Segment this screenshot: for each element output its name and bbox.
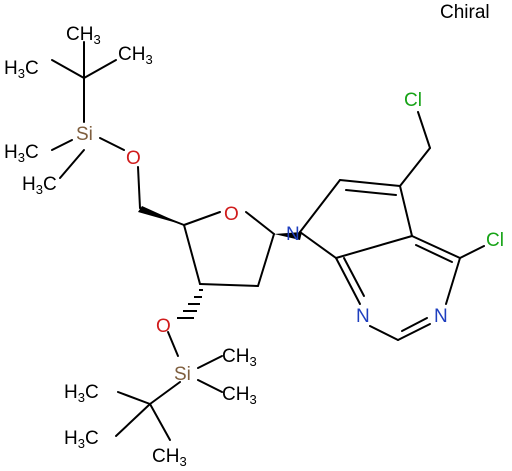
chiral-label: Chiral bbox=[440, 2, 490, 23]
nitrogen-atom-n7: N bbox=[286, 224, 300, 245]
svg-text:H3C: H3C bbox=[4, 58, 39, 81]
svg-text:CH3: CH3 bbox=[66, 24, 101, 47]
methyl-bottom-tbu-2: H3C bbox=[64, 428, 99, 451]
methyl-top-si-2: H3C bbox=[22, 174, 57, 197]
methyl-top-tbu-1: CH3 bbox=[66, 24, 101, 47]
svg-text:CH3: CH3 bbox=[152, 446, 187, 469]
nitrogen-atom-n1: N bbox=[434, 306, 448, 327]
ring-oxygen-atom: O bbox=[224, 204, 239, 225]
methyl-bottom-tbu-1: H3C bbox=[64, 382, 99, 405]
wedge-bond-c4 bbox=[138, 206, 184, 225]
chlorine-atom-ch2: Cl bbox=[404, 90, 422, 111]
oxygen-atom-top: O bbox=[126, 148, 141, 169]
methyl-top-tbu-3: CH3 bbox=[118, 44, 153, 67]
svg-text:H3C: H3C bbox=[64, 382, 99, 405]
svg-text:H3C: H3C bbox=[22, 174, 57, 197]
svg-text:H3C: H3C bbox=[64, 428, 99, 451]
bond-lines bbox=[51, 41, 485, 441]
methyl-bottom-tbu-3: CH3 bbox=[152, 446, 187, 469]
svg-text:CH3: CH3 bbox=[118, 44, 153, 67]
svg-text:CH3: CH3 bbox=[222, 346, 257, 369]
silicon-atom-top: Si bbox=[76, 124, 93, 145]
hash-bond-c3 bbox=[177, 289, 203, 319]
svg-text:H3C: H3C bbox=[4, 142, 39, 165]
oxygen-atom-bottom: O bbox=[156, 316, 171, 337]
methyl-bottom-si-1: CH3 bbox=[222, 346, 257, 369]
chlorine-atom-ring: Cl bbox=[486, 230, 504, 251]
methyl-bottom-si-2: CH3 bbox=[222, 384, 257, 407]
methyl-top-tbu-2: H3C bbox=[4, 58, 39, 81]
nitrogen-atom-n3: N bbox=[356, 306, 370, 327]
silicon-atom-bottom: Si bbox=[174, 364, 191, 385]
svg-text:CH3: CH3 bbox=[222, 384, 257, 407]
methyl-top-si-1: H3C bbox=[4, 142, 39, 165]
wedge-bond-c1 bbox=[274, 232, 302, 240]
